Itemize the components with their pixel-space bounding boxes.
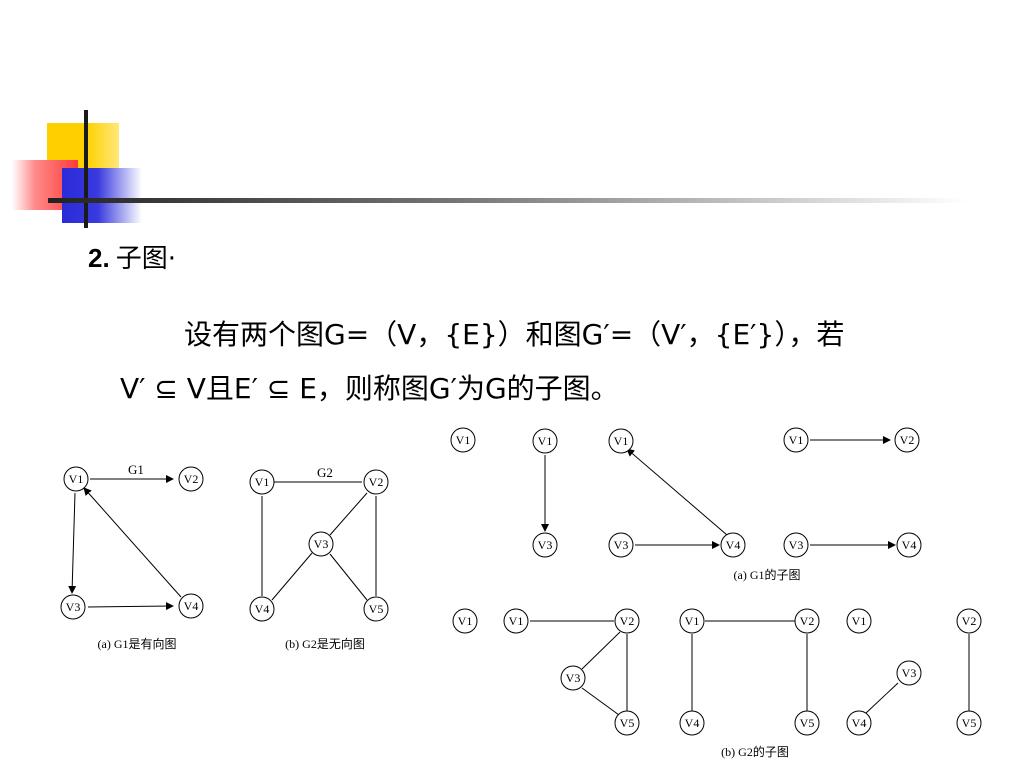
vertex-node	[783, 427, 809, 453]
vertex-label: V3	[902, 666, 917, 680]
vertex-node	[452, 608, 478, 634]
vertex-label: V3	[789, 538, 804, 552]
vertex-label: V4	[726, 538, 741, 552]
vertex-label: V2	[184, 472, 199, 486]
vertex-node	[63, 466, 89, 492]
section-number: 2.	[88, 243, 110, 273]
vertex-label: V4	[902, 538, 917, 552]
vertex-node	[956, 710, 982, 736]
vertex-node	[783, 532, 809, 558]
vertex-label: V4	[852, 716, 867, 730]
caption-g1-directed: (a) G1是有向图	[98, 636, 177, 651]
vertex-label: V1	[614, 434, 629, 448]
vertex-node	[679, 608, 705, 634]
vertex-node	[679, 710, 705, 736]
vertex-label: V1	[538, 434, 553, 448]
vertex-label: V2	[620, 614, 635, 628]
vertex-label: V3	[566, 671, 581, 685]
vertex-label: V1	[789, 433, 804, 447]
vertex-label: V5	[800, 716, 815, 730]
vertex-label: V4	[255, 602, 270, 616]
vertex-node	[896, 660, 922, 686]
vertex-node	[794, 710, 820, 736]
vertex-node	[720, 532, 746, 558]
vertex-node	[503, 608, 529, 634]
vertex-label: V4	[685, 716, 700, 730]
vertex-node	[956, 608, 982, 634]
definition-line-1: 设有两个图G=（V，{E}）和图G′=（V′，{E′}），若	[184, 318, 845, 351]
vertex-label: V3	[538, 538, 553, 552]
vertex-label: V1	[685, 614, 700, 628]
vertex-node	[560, 665, 586, 691]
vertex-node	[178, 593, 204, 619]
vertex-node	[249, 596, 275, 622]
vertex-node	[614, 608, 640, 634]
caption-g2-undirected: (b) G2是无向图	[285, 636, 365, 651]
section-title: 子图·	[115, 244, 176, 274]
vertex-label: V1	[458, 614, 473, 628]
vertex-label: V3	[314, 537, 329, 551]
vertex-label: V1	[456, 433, 471, 447]
decor-horizontal-rule	[48, 198, 968, 203]
vertex-label: V2	[800, 614, 815, 628]
vertex-node	[896, 532, 922, 558]
decor-blue-square	[62, 168, 142, 223]
vertex-node	[308, 531, 334, 557]
graph-g2-undirected	[261, 481, 377, 601]
vertex-label: V1	[509, 614, 524, 628]
vertex-label: V1	[852, 614, 867, 628]
section-heading: 2.子图·	[88, 238, 176, 275]
graph-g1-directed	[68, 475, 182, 611]
vertex-node	[614, 710, 640, 736]
vertex-node	[450, 427, 476, 453]
vertex-node	[363, 596, 389, 622]
vertex-node	[846, 710, 872, 736]
vertex-node	[363, 469, 389, 495]
vertex-label: V2	[369, 475, 384, 489]
vertex-node	[532, 428, 558, 454]
vertex-label: V1	[69, 472, 84, 486]
vertex-node	[608, 532, 634, 558]
vertex-label: V4	[184, 599, 199, 613]
vertex-node	[60, 594, 86, 620]
vertex-label: V3	[66, 600, 81, 614]
g1-title: G1	[128, 462, 144, 477]
vertex-node	[608, 428, 634, 454]
vertex-node	[249, 469, 275, 495]
definition-line-2: V′ ⊆ V且E′ ⊆ E，则称图G′为G的子图。	[120, 372, 619, 405]
vertex-node	[532, 532, 558, 558]
vertex-node	[794, 608, 820, 634]
graph-g1-subgraphs	[541, 436, 896, 549]
vertex-label: V3	[614, 538, 629, 552]
vertex-label: V1	[255, 475, 270, 489]
graph-g2-subgraphs	[530, 620, 970, 716]
caption-g1-subgraph: (a) G1的子图	[734, 567, 801, 582]
vertex-node	[894, 427, 920, 453]
vertex-node	[178, 466, 204, 492]
vertex-label: V5	[369, 602, 384, 616]
vertex-label: V2	[900, 433, 915, 447]
decor-vertical-bar	[84, 110, 88, 228]
vertex-label: V2	[962, 614, 977, 628]
caption-g2-subgraph: (b) G2的子图	[721, 744, 789, 759]
g2-title: G2	[317, 465, 333, 480]
vertex-label: V5	[620, 716, 635, 730]
vertex-label: V5	[962, 716, 977, 730]
vertex-node	[846, 608, 872, 634]
